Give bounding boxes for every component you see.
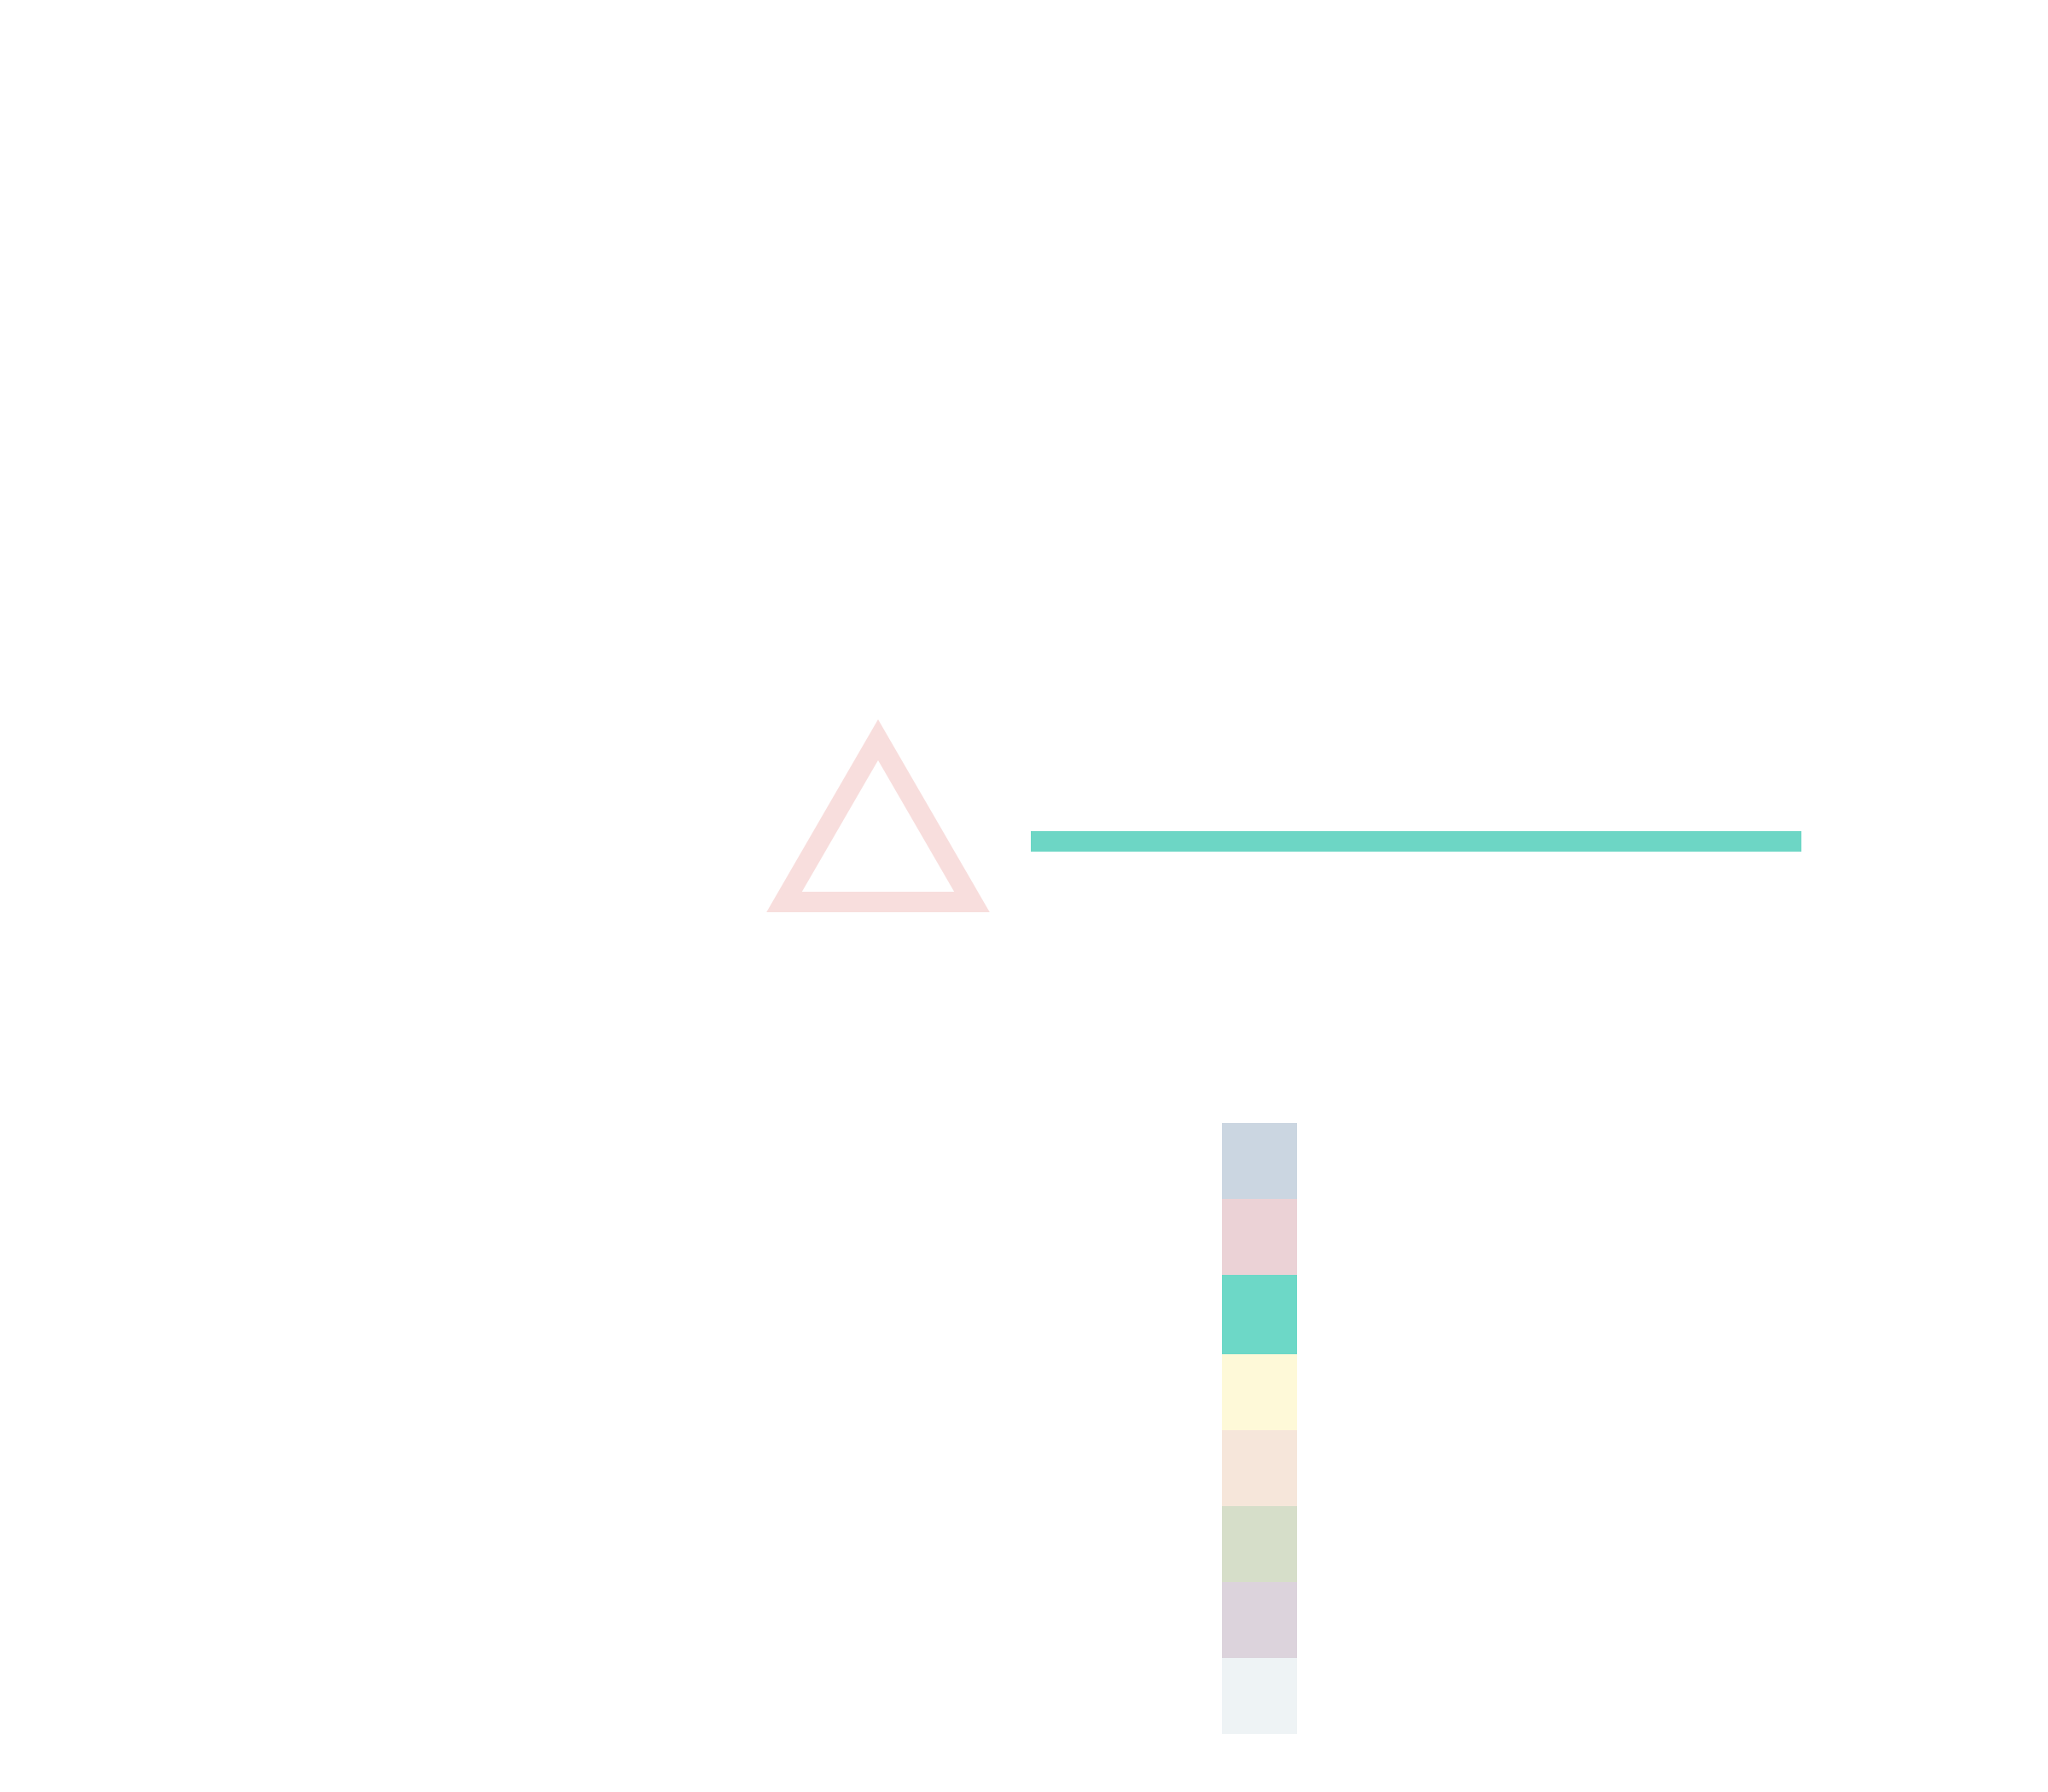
color-swatch: [1222, 1582, 1297, 1658]
color-swatch: [1222, 1658, 1297, 1734]
color-swatch: [1222, 1199, 1297, 1275]
color-swatch: [1222, 1123, 1297, 1199]
color-swatch: [1222, 1354, 1297, 1430]
color-swatch-column: [1222, 1123, 1297, 1734]
triangle-outline-icon: [766, 719, 990, 912]
color-swatch: [1222, 1430, 1297, 1506]
color-swatch: [1222, 1506, 1297, 1582]
horizontal-line: [1031, 831, 1801, 852]
color-swatch: [1222, 1275, 1297, 1354]
